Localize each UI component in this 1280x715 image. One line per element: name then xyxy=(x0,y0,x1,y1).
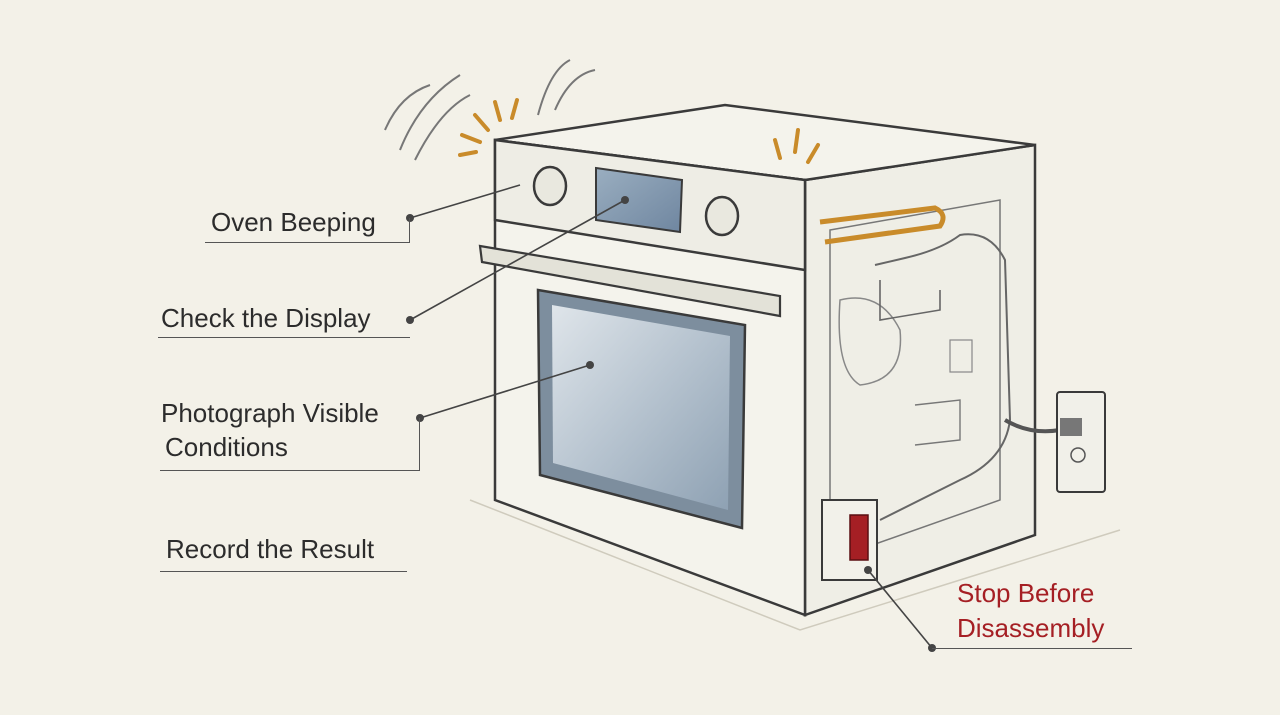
left-knob-icon xyxy=(532,165,568,207)
label-stop-line1: Stop Before xyxy=(957,578,1095,608)
label-oven-beeping: Oven Beeping xyxy=(211,207,376,237)
plug xyxy=(1060,418,1082,436)
right-knob-icon xyxy=(704,195,740,237)
power-cord xyxy=(1003,418,1061,434)
door-handle xyxy=(478,244,782,318)
label-check-display: Check the Display xyxy=(161,303,371,333)
label-photograph-line1: Photograph Visible xyxy=(161,398,379,428)
bracket-photograph xyxy=(419,418,420,470)
underline-record-result xyxy=(160,571,407,572)
safety-switch-icon xyxy=(849,514,869,561)
sound-wave-icon-2 xyxy=(537,59,596,116)
wiring xyxy=(874,233,1012,521)
leader-oven-beeping xyxy=(409,184,521,219)
display-screen xyxy=(595,166,684,234)
wall-outlet xyxy=(1056,391,1106,493)
underline-stop xyxy=(932,648,1132,649)
label-record-result: Record the Result xyxy=(166,534,375,564)
bracket-oven-beeping xyxy=(409,218,410,242)
door-glass xyxy=(552,305,730,510)
leader-photograph xyxy=(419,364,591,419)
wiring-2 xyxy=(879,280,941,321)
wiring-3 xyxy=(914,399,961,446)
leader-stop xyxy=(867,569,933,649)
outlet-socket xyxy=(1070,447,1086,463)
oven-cavity xyxy=(829,199,1001,562)
underline-oven-beeping xyxy=(205,242,410,243)
leader-check-display xyxy=(409,199,626,321)
underline-check-display xyxy=(158,337,410,338)
label-photograph-line2: Conditions xyxy=(165,432,288,462)
fan-housing xyxy=(838,297,902,386)
sound-wave-icon xyxy=(384,74,471,161)
floor-shadow xyxy=(469,499,1121,631)
label-stop-line2: Disassembly xyxy=(957,613,1105,643)
vent-grille xyxy=(949,339,973,373)
heating-element xyxy=(819,205,946,245)
underline-photograph xyxy=(160,470,420,471)
beep-alert-icon xyxy=(458,98,820,164)
